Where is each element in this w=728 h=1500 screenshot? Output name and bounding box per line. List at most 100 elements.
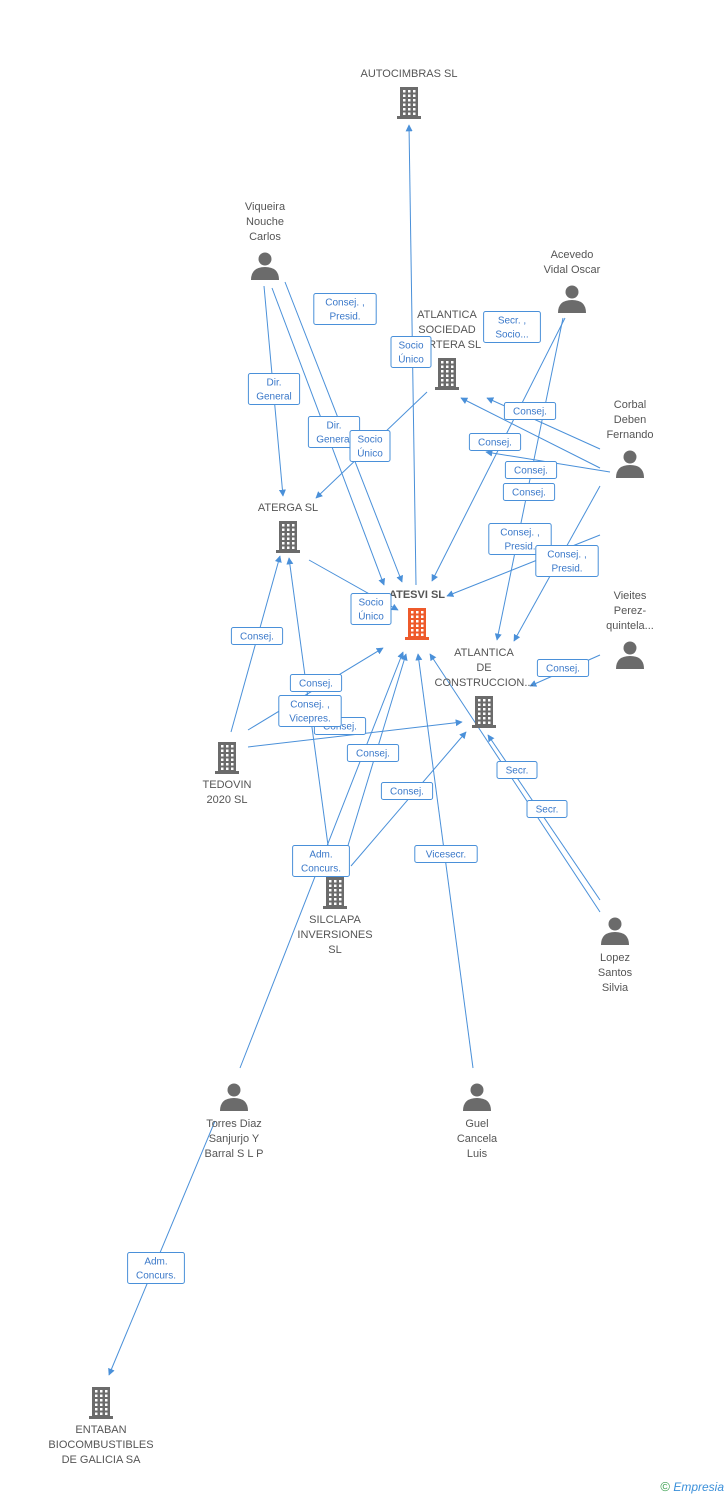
edge-label[interactable]: Vicesecr.: [414, 845, 478, 863]
edge-corbal-to-atesvi: [460, 397, 601, 469]
edge-label-text: Consej.: [323, 722, 357, 733]
node-label-line: TEDOVIN: [203, 779, 252, 791]
edge-label-text: Secr.: [536, 805, 559, 816]
person-icon: [558, 285, 586, 313]
edge-label-text: Socio...: [495, 330, 528, 341]
node-vieites[interactable]: VieitesPerez-quintela...: [606, 590, 654, 669]
edge-label[interactable]: Consej.: [289, 674, 343, 692]
edge-label[interactable]: Consej.: [502, 483, 556, 501]
node-label-line: quintela...: [606, 620, 654, 632]
copyright-symbol: ©: [660, 1479, 670, 1494]
node-label-line: Fernando: [606, 429, 653, 441]
node-label-line: Torres Diaz: [206, 1118, 262, 1130]
edge-label-box: [483, 311, 541, 343]
edge-label[interactable]: Secr.: [526, 800, 568, 818]
edge-label-text: Consej.: [514, 466, 548, 477]
edge-label-box: [278, 695, 342, 727]
edge-label-text: Adm.: [144, 1257, 167, 1268]
edge-label-box: [535, 545, 599, 577]
edge-label[interactable]: Consej.: [504, 461, 558, 479]
edge-label[interactable]: Adm. Concurs.: [127, 1252, 185, 1284]
edge-label-text: Concurs.: [136, 1271, 176, 1282]
node-label-line: Corbal: [614, 399, 646, 411]
edge-label-text: Único: [398, 353, 424, 366]
edge-label-text: Consej.: [478, 438, 512, 449]
building-icon: [435, 358, 459, 390]
node-label-line: Vieites: [614, 590, 647, 602]
node-label-line: DE: [476, 662, 491, 674]
edge-label-text: Concurs.: [301, 864, 341, 875]
edge-label[interactable]: Consej.: [468, 433, 522, 451]
nodes-layer: AUTOCIMBRAS SL ViqueiraNoucheCarlosAceved…: [48, 68, 653, 1466]
node-autocimbras[interactable]: AUTOCIMBRAS SL: [361, 68, 458, 119]
footer-brand[interactable]: © Empresia: [660, 1479, 724, 1494]
building-icon: [89, 1387, 113, 1419]
node-tedovin[interactable]: TEDOVIN 2020 SL: [203, 742, 252, 806]
node-aterga[interactable]: ATERGA SL: [258, 502, 318, 553]
person-icon: [616, 641, 644, 669]
edge-lopez-to-atesvi: [429, 653, 601, 913]
edge-label[interactable]: Consej.: [536, 659, 590, 677]
edge-label[interactable]: Consej. ,Presid.: [535, 545, 599, 577]
node-label-line: Luis: [467, 1148, 488, 1160]
edge-label-text: Consej.: [240, 632, 274, 643]
node-label-line: BIOCOMBUSTIBLES: [48, 1439, 153, 1451]
edge-label-text: Presid.: [329, 312, 360, 323]
node-label-line: AUTOCIMBRAS SL: [361, 68, 458, 80]
edge-label-box: [349, 430, 391, 462]
node-atesvi[interactable]: ATESVI SL: [389, 589, 445, 640]
node-label-line: Nouche: [246, 216, 284, 228]
person-icon: [463, 1083, 491, 1111]
node-label-line: SOCIEDAD: [418, 324, 476, 336]
edge-label-text: Único: [358, 610, 384, 623]
edge-label-text: Dir.: [267, 378, 282, 389]
edge-label-box: [127, 1252, 185, 1284]
edge-label-text: Dir.: [327, 421, 342, 432]
node-label-line: Perez-: [614, 605, 647, 617]
node-atlantica-con[interactable]: ATLANTICADECONSTRUCCION...: [435, 647, 534, 728]
edge-label-box: [289, 674, 343, 692]
edge-label[interactable]: Consej.: [380, 782, 434, 800]
edge-label-box: [526, 800, 568, 818]
node-label-line: Vidal Oscar: [544, 264, 601, 276]
edge-label-text: Consej.: [356, 749, 390, 760]
edge-label[interactable]: Consej.: [346, 744, 400, 762]
brand-name: Empresia: [673, 1480, 724, 1494]
edge-label[interactable]: Secr. ,Socio...: [483, 311, 541, 343]
edge-label-box: [350, 593, 392, 625]
edge-label-text: Socio: [398, 341, 423, 352]
edge-label[interactable]: Consej. ,Presid.: [313, 293, 377, 325]
edge-torres-to-entaban: [108, 1120, 216, 1376]
edge-label[interactable]: Consej. ,Vicepres.: [278, 695, 342, 727]
edge-label[interactable]: Consej.: [230, 627, 284, 645]
edge-label[interactable]: Secr.: [496, 761, 538, 779]
node-label-line: 2020 SL: [207, 794, 248, 806]
edge-label-box: [503, 402, 557, 420]
edge-label[interactable]: Consej.: [503, 402, 557, 420]
node-label-line: Santos: [598, 967, 633, 979]
edge-label-text: Consej. ,: [500, 528, 539, 539]
node-label-line: Sanjurjo Y: [209, 1133, 260, 1145]
edge-label-text: Consej. ,: [547, 550, 586, 561]
node-label-line: SL: [328, 944, 341, 956]
person-icon: [601, 917, 629, 945]
edge-label-box: [247, 373, 301, 405]
edge-label[interactable]: Adm.Concurs.: [292, 845, 350, 877]
edge-label[interactable]: Dir.General: [247, 373, 301, 405]
building-icon: [472, 696, 496, 728]
edge-label-box: [230, 627, 284, 645]
edge-label[interactable]: Dir.General: [307, 416, 361, 448]
